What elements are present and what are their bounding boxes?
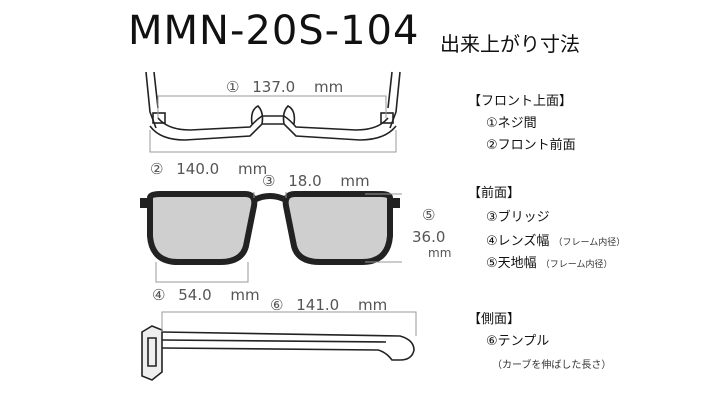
side-view — [141, 325, 415, 381]
dim-label-bridge: ③ 18.0 mm — [262, 172, 370, 190]
legend-item: ①ネジ間 — [486, 116, 537, 131]
dim-marker: ② — [150, 160, 164, 178]
legend-item-label: ④レンズ幅 — [486, 234, 550, 249]
dim-unit: mm — [237, 160, 268, 178]
legend-item: ④レンズ幅 （フレーム内径） — [486, 230, 625, 249]
legend-item-note: （フレーム内径） — [553, 238, 626, 248]
left-lens — [147, 191, 258, 265]
legend-item-label: ③ブリッジ — [486, 210, 550, 225]
front-view — [140, 191, 400, 265]
dim-marker: ④ — [152, 286, 166, 304]
legend-item: ⑤天地幅 （フレーム内径） — [486, 252, 613, 271]
dim-label-lens-width: ④ 54.0 mm — [152, 286, 260, 304]
dim-marker: ① — [226, 78, 240, 96]
dim-label-front-width: ② 140.0 mm — [150, 160, 267, 178]
right-lens — [282, 191, 393, 265]
dimension-temple-line — [161, 311, 417, 336]
dim-label-screw: ① 137.0 mm — [226, 78, 343, 96]
dim-unit: mm — [357, 296, 388, 314]
dimension-screw-lines — [149, 95, 397, 153]
dim-unit: mm — [313, 78, 344, 96]
bridge — [252, 193, 288, 203]
legend-header-front-top: 【フロント上面】 — [468, 94, 573, 109]
dim-marker: ⑥ — [270, 296, 284, 314]
legend-item-note: （フレーム内径） — [540, 260, 613, 270]
dim-value: 137.0 — [252, 78, 296, 96]
dim-unit: mm — [230, 286, 260, 304]
dim-marker: ③ — [262, 172, 276, 190]
model-number: MMN-20S-104 — [128, 8, 420, 54]
legend-header-side: 【側面】 — [468, 312, 521, 327]
dim-unit: mm — [340, 172, 370, 190]
dim-value: 36.0 — [411, 228, 446, 246]
dim-value: 18.0 — [288, 172, 322, 190]
dimension-front-lines — [155, 192, 402, 283]
top-view — [145, 71, 401, 141]
diagram-subtitle: 出来上がり寸法 — [440, 32, 580, 56]
dim-value: 141.0 — [296, 296, 340, 314]
legend-item: ③ブリッジ — [486, 206, 550, 225]
dim-label-temple: ⑥ 141.0 mm — [270, 296, 387, 314]
dim-value: 140.0 — [176, 160, 220, 178]
legend-item: ②フロント前面 — [486, 138, 576, 153]
dim-value: 54.0 — [178, 286, 212, 304]
dim-marker: ⑤ — [421, 206, 436, 224]
legend-item: ⑥テンプル — [486, 334, 550, 349]
legend-header-front: 【前面】 — [468, 186, 521, 201]
dim-label-lens-height: ⑤ 36.0 mm — [406, 206, 451, 260]
legend-item-label: ⑤天地幅 — [486, 256, 537, 271]
dim-unit: mm — [428, 246, 452, 260]
legend-side-note: （カーブを伸ばした長さ） — [492, 360, 612, 371]
